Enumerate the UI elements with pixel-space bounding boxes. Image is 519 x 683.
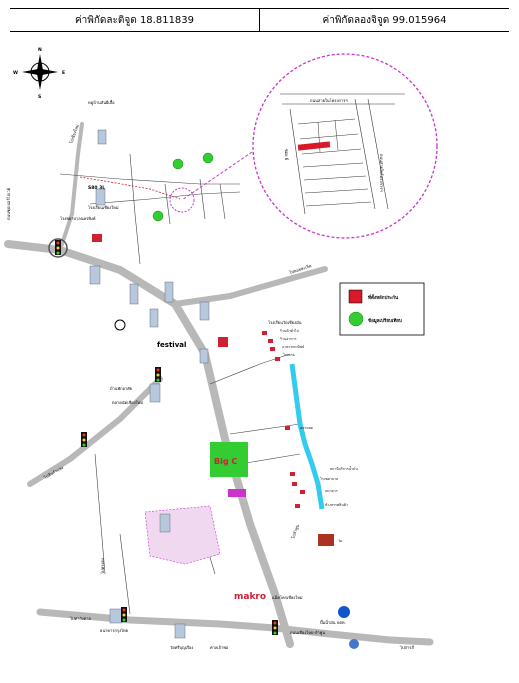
highway-top-right bbox=[172, 266, 328, 307]
right-list-item: ตลาดสด bbox=[300, 426, 313, 430]
highway-left-diagonal bbox=[27, 376, 163, 487]
ptt-logo-icon bbox=[338, 606, 350, 618]
right-list-item: ร้านอาหาร bbox=[280, 337, 297, 341]
label-to-lamphun: ไปลำพูน bbox=[290, 524, 301, 541]
compass-e: E bbox=[62, 70, 65, 76]
subject-parcel-icon bbox=[297, 141, 331, 151]
inset-soi-label: ซอย 6 bbox=[284, 149, 289, 161]
hospital-cross-icon bbox=[92, 234, 102, 242]
legend-subject-icon bbox=[348, 289, 363, 304]
festival-logo bbox=[156, 339, 186, 349]
comparable-icon bbox=[152, 210, 164, 222]
local-road-dotted bbox=[79, 176, 181, 200]
compass-s: S bbox=[38, 94, 41, 100]
compass-n: N bbox=[38, 47, 42, 53]
label-center-2: ตลาดนัดเชียงใหม่ bbox=[112, 400, 143, 405]
comparable-icon bbox=[172, 158, 184, 170]
label-top-right-1: โรงเรียนวัดเชียงมั่น bbox=[268, 320, 302, 325]
festival-label: festival bbox=[157, 341, 186, 349]
latitude-label: ค่าพิกัดละติจูด 18.811839 bbox=[74, 14, 195, 26]
location-map: N S W E S80 bbox=[4, 47, 438, 651]
label-to-saraphi: ไปสารภี bbox=[399, 645, 414, 650]
label-center-1: บ้านพักอาศัย bbox=[110, 386, 132, 391]
temple-icon bbox=[349, 639, 359, 649]
label-bottom-1: วัดศรีบุญเรือง bbox=[170, 645, 193, 651]
poi-markers bbox=[262, 331, 305, 508]
bmw-logo-icon bbox=[114, 319, 126, 331]
longitude-cell: ค่าพิกัดลองจิจูด 99.015964 bbox=[260, 9, 509, 31]
building-icons bbox=[89, 129, 210, 639]
inset-road-right: ถนนสายในโครงการฯ bbox=[379, 154, 384, 192]
coordinates-header: ค่าพิกัดละติจูด 18.811839 ค่าพิกัดลองจิจ… bbox=[10, 8, 509, 32]
label-road-bottom: ถนนเชียงใหม่-ลำพูน bbox=[290, 630, 325, 636]
compass-w: W bbox=[13, 70, 18, 76]
right-list-item: อาคารพาณิชย์ bbox=[282, 345, 304, 349]
right-list-item: โรงพยาบาล bbox=[320, 476, 338, 481]
soi-380-label: S80 3L bbox=[88, 185, 105, 191]
legend-comparable-icon bbox=[348, 311, 364, 327]
label-road-left: ถนนซุปเปอร์ไฮเวย์ bbox=[6, 188, 12, 220]
legend-subject-label: ที่ตั้งหลักประกัน bbox=[368, 293, 399, 301]
highway-bottom bbox=[36, 608, 434, 646]
label-vendor-1: หมู่บ้านสันผีเสื้อ bbox=[88, 98, 115, 106]
right-list-item: โรงแรม bbox=[283, 352, 295, 357]
legend: ที่ตั้งหลักประกัน ข้อมูลเปรียบเทียบ bbox=[339, 282, 425, 336]
label-bottom-4: ศาลเจ้าพ่อ bbox=[210, 645, 229, 650]
label-to-hang-dong: ไปหางดง bbox=[100, 558, 105, 575]
river bbox=[289, 363, 325, 510]
longitude-label: ค่าพิกัดลองจิจูด 99.015964 bbox=[322, 14, 447, 26]
big-c-store: Big C bbox=[210, 442, 248, 477]
right-list-item: วัด bbox=[338, 539, 342, 543]
big-c-label: Big C bbox=[214, 457, 237, 466]
inset-road-top: ถนนสายในโครงการฯ bbox=[310, 98, 348, 103]
makro-sub-label: แม็คโครเชียงใหม่ bbox=[272, 594, 303, 600]
label-hospital: โรงพยาบาลนครพิงค์ bbox=[60, 216, 96, 221]
comparable-markers bbox=[152, 152, 214, 222]
comparable-icon bbox=[202, 152, 214, 164]
compass-rose-icon: N S W E bbox=[13, 47, 65, 100]
label-bottom-2: ปั๊มน้ำมัน ปตท. bbox=[320, 618, 346, 625]
label-to-rim-ping: ไปท่าวังตาล bbox=[69, 616, 91, 621]
red-logo-icon bbox=[218, 337, 228, 347]
inset-detail: ถนนสายในโครงการฯ ถนนสายในโครงการฯ ซอย 6 bbox=[169, 53, 438, 239]
makro-label: makro bbox=[234, 592, 266, 602]
latitude-cell: ค่าพิกัดละติจูด 18.811839 bbox=[10, 9, 259, 31]
right-list-item: ร้านค้าทั่วไป bbox=[280, 328, 299, 333]
right-list-item: ห้างสรรพสินค้า bbox=[325, 503, 348, 507]
right-poi-list: ร้านค้าทั่วไป ร้านอาหาร อาคารพาณิชย์ โรง… bbox=[280, 328, 358, 543]
right-list-item: ธนาคาร bbox=[325, 489, 338, 493]
temple-building-icon bbox=[318, 534, 334, 546]
label-bottom-3: ธนาคารกรุงไทย bbox=[100, 628, 128, 634]
legend-comparable-label: ข้อมูลเปรียบเทียบ bbox=[368, 317, 402, 324]
highway-upper-left bbox=[58, 122, 84, 252]
traffic-light-icons bbox=[48, 238, 278, 635]
right-list-item: สถานีบริการน้ำมัน bbox=[330, 466, 358, 471]
label-school: โรงเรียนเชียงใหม่ bbox=[88, 205, 119, 210]
header-divider bbox=[259, 9, 260, 31]
